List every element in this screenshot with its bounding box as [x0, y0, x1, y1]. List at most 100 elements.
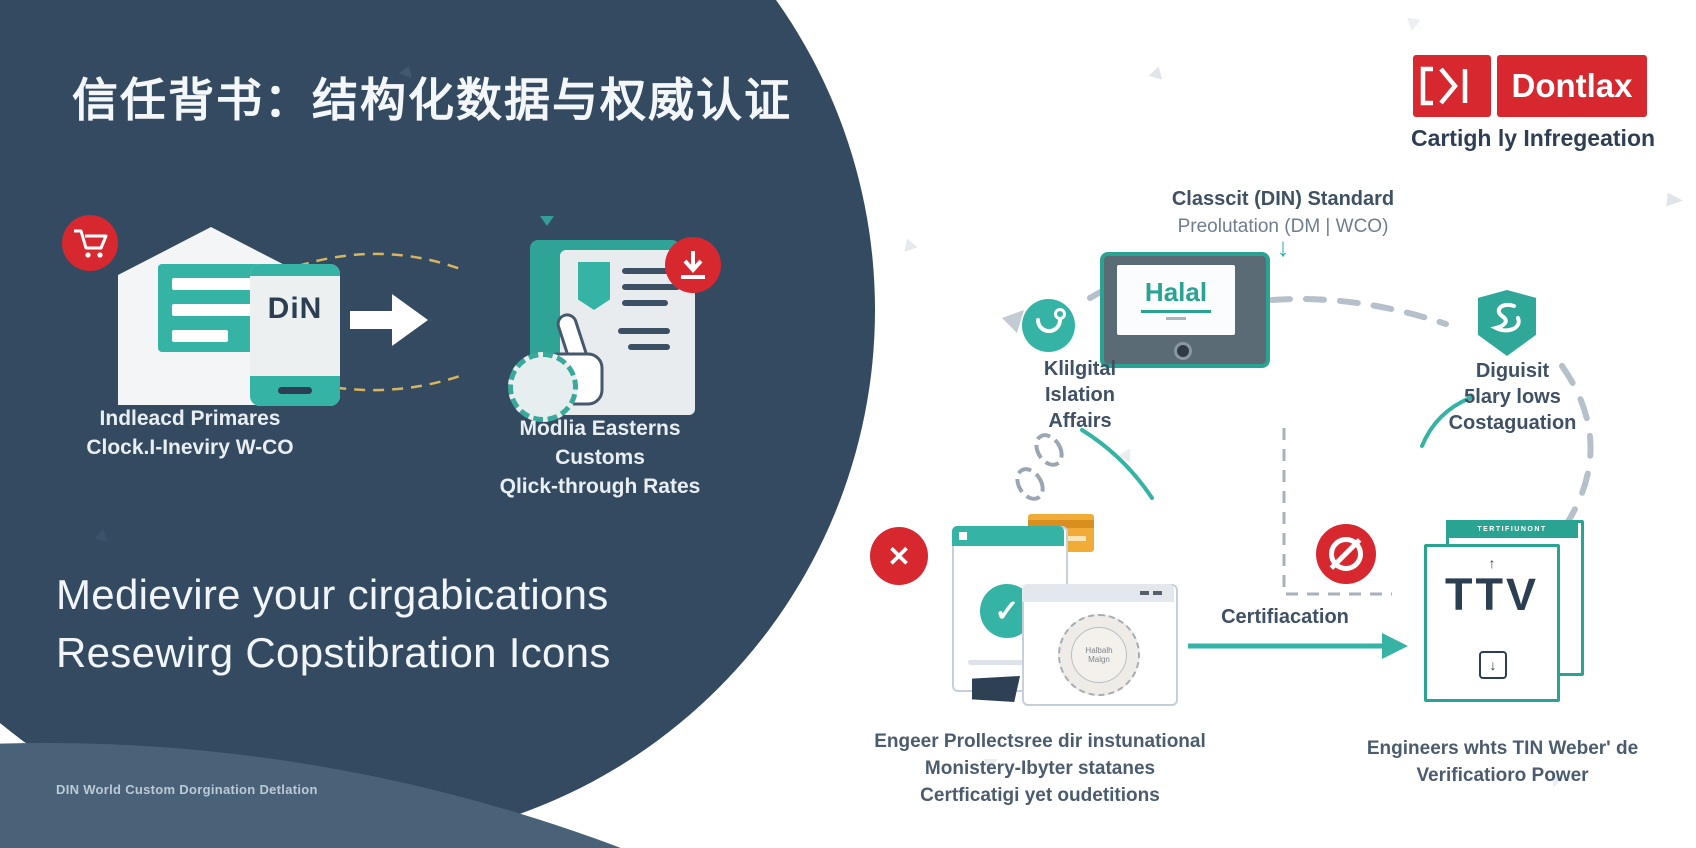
stamp-inner: Halbalh Malgn — [1071, 627, 1127, 683]
diagram-top-label: Classcit (DIN) Standard Preolutation (DM… — [1118, 186, 1448, 240]
doc-line — [622, 268, 680, 274]
ttv-label: TTV — [1445, 569, 1539, 620]
card-stripe — [172, 304, 256, 316]
brand-logo: Dontlax Cartigh ly Infregeation — [1411, 55, 1663, 165]
slide-title: 信任背书：结构化数据与权威认证 — [72, 74, 792, 126]
ttv-front-card: ↑ TTV ↓ — [1424, 544, 1560, 702]
caption-right-block: Engineers whts TIN Weber' de Verificatio… — [1330, 735, 1675, 789]
monitor-button — [1174, 342, 1192, 360]
slide-subtitle: Medievire your cirgabications Resewirg C… — [56, 566, 716, 682]
caption-line: Qlick-through Rates — [499, 475, 701, 498]
node-line: Diguisit — [1475, 360, 1550, 382]
doc-line — [618, 328, 670, 334]
caption-line: Monistery-Ibyter statanes — [924, 758, 1156, 779]
teal-down-arrow-icon: ↓ — [1276, 232, 1290, 262]
step1-caption: Indleacd Primares Clock.I-Ineviry W-CO — [40, 404, 340, 462]
stamp-text: Malgn — [1088, 655, 1110, 664]
certification-label: Certifiacation — [1221, 606, 1349, 628]
stamp-text: Halbalh — [1085, 646, 1113, 655]
phone-label: DiN — [267, 292, 323, 325]
card-stripe — [172, 278, 256, 290]
titlebar-dash — [1140, 591, 1149, 595]
shield-swirl — [1490, 303, 1521, 333]
subtitle-line: Medievire your cirgabications — [56, 571, 609, 618]
download-icon — [681, 251, 705, 279]
top-label-line2: Preolutation (DM | WCO) — [1177, 216, 1389, 237]
caption-left-block: Engeer Prollectsree dir instunational Mo… — [860, 728, 1220, 809]
screen-dash — [1166, 317, 1186, 320]
bracket-logo-icon — [1420, 66, 1468, 106]
prohibition-badge — [1316, 524, 1376, 584]
top-label-line1: Classcit (DIN) Standard — [1171, 188, 1395, 210]
chain-link-icon — [1015, 467, 1045, 501]
cart-badge — [62, 215, 118, 271]
caption-line: Certficatigi yet oudetitions — [920, 785, 1160, 806]
caption-line: Clock.I-Ineviry W-CO — [86, 436, 294, 459]
phone-home-button — [278, 387, 312, 394]
error-badge: ✕ — [870, 527, 928, 585]
card-stripe — [172, 330, 228, 342]
flow-arrowhead — [392, 294, 428, 346]
step2-caption: Modlia Easterns Customs Qlick-through Ra… — [450, 414, 750, 501]
monitor-icon: Halal — [1100, 252, 1270, 368]
download-badge — [665, 237, 721, 293]
right-node-label: Diguisit 5lary lows Costaguation — [1420, 358, 1605, 436]
book-stripe — [1028, 520, 1094, 528]
bookmark-icon — [578, 262, 610, 310]
phone-top-bar — [250, 264, 340, 276]
caption-line: Modlia Easterns — [519, 417, 681, 440]
phone-icon: DiN — [250, 264, 340, 406]
prohibition-icon — [1329, 537, 1363, 571]
flow-arrow — [350, 311, 392, 329]
node-line: Affairs — [1048, 410, 1112, 432]
shield-icon — [1478, 290, 1536, 356]
gear-badge-icon — [508, 352, 578, 422]
halal-label: Halal — [1140, 277, 1212, 313]
monitor-screen: Halal — [1117, 265, 1235, 335]
left-node-badge — [1022, 299, 1075, 352]
footer-note: DIN World Custom Dorgination Detlation — [56, 782, 318, 797]
titlebar-square — [959, 532, 967, 540]
node-line: Islation — [1044, 384, 1115, 406]
subtitle-line: Resewirg Copstibration Icons — [56, 629, 611, 676]
chain-link-icon — [1034, 433, 1064, 467]
decor-triangle — [1666, 192, 1684, 208]
logo-mark — [1413, 55, 1491, 117]
ttv-up-arrow: ↑ — [1488, 555, 1496, 571]
caption-line: Indleacd Primares — [99, 407, 281, 430]
flag-ribbon-icon — [972, 676, 1020, 702]
doc-line — [622, 300, 668, 306]
caption-line: Engineers whts TIN Weber' de — [1366, 738, 1639, 759]
dashed-connector — [1269, 296, 1449, 327]
decor-triangle — [1117, 445, 1137, 463]
caption-line: Customs — [555, 446, 645, 469]
left-node-label: Klilgital Islation Affairs — [1005, 356, 1155, 434]
window-titlebar — [1022, 584, 1174, 602]
logo-tagline: Cartigh ly Infregeation — [1410, 125, 1656, 151]
node-line: Klilgital — [1043, 358, 1117, 380]
ttv-bar-label: TERTIFIUNONT — [1446, 520, 1578, 538]
cart-icon — [74, 229, 108, 258]
browser-window-stamp: Halbalh Malgn — [1022, 584, 1178, 706]
decor-triangle — [540, 216, 554, 226]
decor-triangle — [900, 235, 918, 253]
window-titlebar — [952, 526, 1064, 546]
node-line: 5lary lows — [1464, 386, 1561, 408]
caption-line: Engeer Prollectsree dir instunational — [874, 731, 1206, 752]
ttv-down-box: ↓ — [1479, 651, 1507, 679]
titlebar-dash — [1153, 591, 1162, 595]
doc-line — [628, 344, 670, 350]
decor-triangle — [1406, 13, 1424, 31]
window-line — [968, 660, 1052, 665]
logo-brand-name: Dontlax — [1497, 55, 1647, 117]
gray-arrowhead — [1002, 310, 1024, 333]
node-line: Costaguation — [1448, 412, 1577, 434]
teal-connector — [1080, 428, 1154, 500]
seal-stamp-icon: Halbalh Malgn — [1058, 614, 1140, 696]
prohibition-ring — [1329, 537, 1363, 571]
caption-line: Verificatioro Power — [1416, 765, 1589, 786]
decor-triangle — [1148, 64, 1166, 80]
hook-icon — [1036, 308, 1066, 333]
doc-line — [622, 284, 680, 290]
